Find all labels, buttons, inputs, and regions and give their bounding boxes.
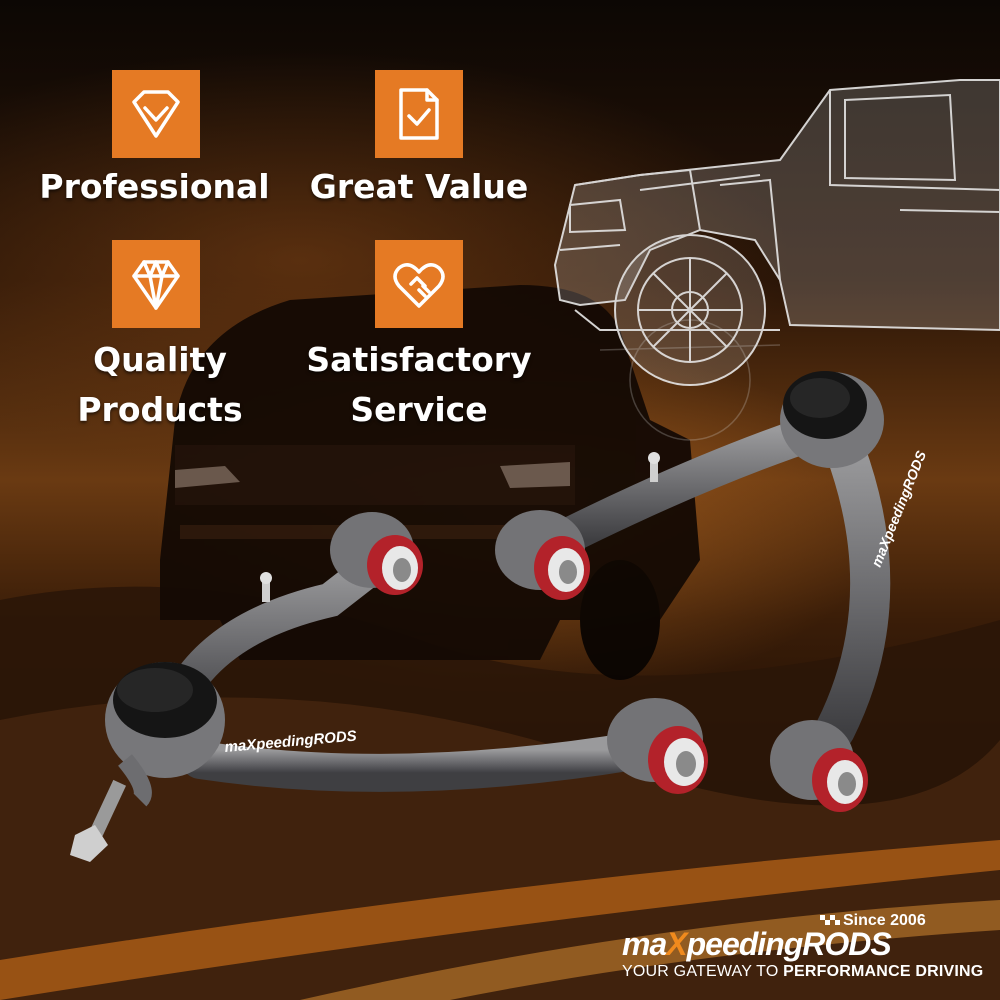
- shield-check-icon: [132, 90, 180, 138]
- quality-badge: [112, 240, 200, 328]
- logo-part-x: X: [666, 926, 687, 962]
- light-streak: [0, 840, 1000, 1000]
- wireframe-truck: [553, 79, 1000, 386]
- brand-tagline: YOUR GATEWAY TO PERFORMANCE DRIVING: [622, 963, 983, 981]
- checkered-flag-icon: [820, 915, 840, 925]
- feature-label-service: Satisfactory Service: [306, 340, 532, 429]
- service-badge: [375, 240, 463, 328]
- logo-part-ma: ma: [622, 926, 667, 962]
- diamond-icon: [132, 260, 180, 310]
- logo-part-peeding: peeding: [686, 926, 804, 962]
- truck-reflection: [599, 319, 781, 441]
- great-value-badge: [375, 70, 463, 158]
- feature-label-quality: Quality Products: [77, 340, 243, 429]
- brand-logo: maXpeedingRODS: [622, 926, 892, 963]
- tagline-emphasis: PERFORMANCE DRIVING: [783, 963, 984, 980]
- logo-part-rods: RODS: [802, 926, 891, 962]
- feature-label-great-value: Great Value: [309, 167, 529, 206]
- tagline-lead: YOUR GATEWAY TO: [622, 963, 784, 980]
- since-year: Since 2006: [843, 912, 926, 929]
- control-arm-right: [495, 371, 891, 812]
- heart-handshake-icon: [393, 263, 445, 308]
- document-check-icon: [399, 88, 439, 140]
- professional-badge: [112, 70, 200, 158]
- feature-label-professional: Professional: [39, 167, 270, 206]
- control-arm-left: [70, 512, 708, 862]
